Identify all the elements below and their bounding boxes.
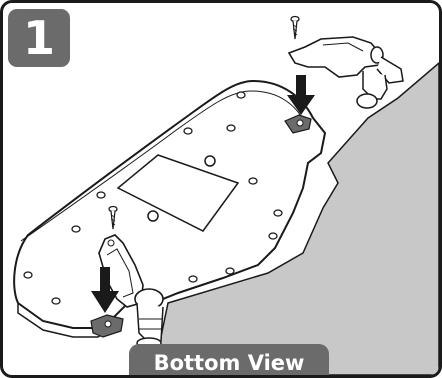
base-plate-rim [20, 90, 306, 242]
assembly-illustration [13, 15, 439, 375]
cover-screw-bottom [147, 210, 159, 222]
step-number-badge: 1 [8, 9, 70, 67]
arrow-down-left [91, 267, 119, 313]
bracket-top-right [287, 36, 404, 109]
arrow-down-right [287, 75, 315, 115]
cover-screw-top [204, 155, 216, 167]
mounting-holes [23, 91, 283, 305]
battery-cover [116, 154, 240, 232]
view-caption: Bottom View [129, 344, 329, 375]
screw-bottom-left [108, 205, 118, 230]
floor-surface [152, 62, 439, 375]
screw-top-right [290, 15, 300, 40]
